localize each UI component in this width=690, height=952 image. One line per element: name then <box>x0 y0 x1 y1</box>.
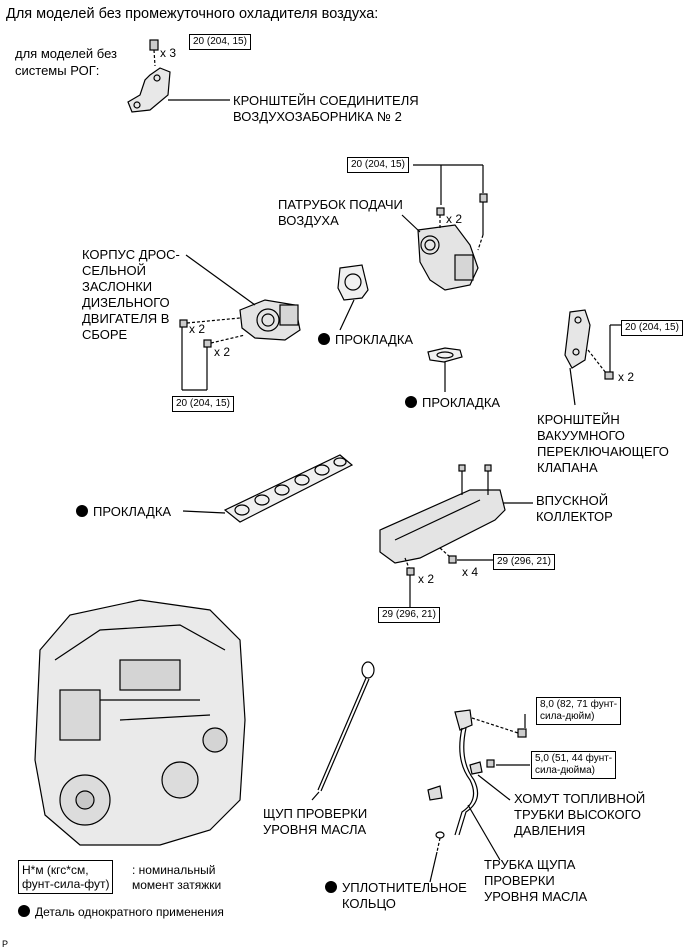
label-throttle-line2: СЕЛЬНОЙ <box>82 263 146 278</box>
air-connector-bracket-drawing <box>127 39 171 113</box>
torque-spec-manifold-nuts: 29 (296, 21) <box>378 607 440 623</box>
quantity-vsv-bolts: x 2 <box>618 370 635 384</box>
label-fuel-pipe-clamp-line2: ТРУБКИ ВЫСОКОГО <box>514 807 641 822</box>
gasket-b-drawing <box>427 347 463 363</box>
intake-manifold-drawing <box>379 464 506 576</box>
label-throttle-line4: ДИЗЕЛЬНОГО <box>82 295 170 310</box>
label-throttle-line6: СБОРЕ <box>82 327 128 342</box>
label-air-connector-bracket-line1: КРОНШТЕЙН СОЕДИНИТЕЛЯ <box>233 93 419 108</box>
label-intake-manifold-line2: КОЛЛЕКТОР <box>536 509 613 524</box>
label-o-ring-line1: УПЛОТНИТЕЛЬНОЕ <box>325 880 467 896</box>
one-time-use-icon <box>405 396 417 408</box>
quantity-bracket-bolts: x 3 <box>160 46 177 60</box>
label-intake-manifold-line1: ВПУСКНОЙ <box>536 493 609 508</box>
dipstick-drawing <box>317 661 375 792</box>
quantity-throttle-nuts: x 2 <box>189 322 206 336</box>
one-time-use-icon <box>318 333 330 345</box>
label-throttle-line1: КОРПУС ДРОС- <box>82 247 180 262</box>
figure-code: P <box>2 939 9 949</box>
torque-spec-manifold-bolts: 29 (296, 21) <box>493 554 555 570</box>
note-no-egr-line2: системы РОГ: <box>15 63 100 78</box>
label-air-connector-bracket-line2: ВОЗДУХОЗАБОРНИКА № 2 <box>233 109 402 124</box>
torque-spec-bracket: 20 (204, 15) <box>189 34 251 50</box>
quantity-manifold-bolts: x 4 <box>462 565 479 579</box>
label-fuel-pipe-clamp-line1: ХОМУТ ТОПЛИВНОЙ <box>514 791 646 806</box>
label-dipstick-guide-line2: ПРОВЕРКИ <box>484 873 555 888</box>
one-time-use-icon <box>76 505 88 517</box>
label-dipstick-guide-line1: ТРУБКА ЩУПА <box>484 857 576 872</box>
quantity-air-pipe-nuts: x 2 <box>446 212 463 226</box>
torque-spec-vsv-bracket: 20 (204, 15) <box>621 320 683 336</box>
label-dipstick-line2: УРОВНЯ МАСЛА <box>263 822 367 837</box>
legend-torque-unit: Н*м (кгс*см,фунт-сила-фут) <box>18 860 114 894</box>
throttle-body-drawing <box>179 299 301 348</box>
label-dipstick-guide-line3: УРОВНЯ МАСЛА <box>484 889 588 904</box>
one-time-use-icon <box>18 905 30 917</box>
label-vsv-bracket-line3: ПЕРЕКЛЮЧАЮЩЕГО <box>537 444 669 459</box>
label-vsv-bracket-line4: КЛАПАНА <box>537 460 598 475</box>
air-inlet-pipe-drawing <box>417 193 488 291</box>
label-vsv-bracket-line2: ВАКУУМНОГО <box>537 428 625 443</box>
one-time-use-icon <box>325 881 337 893</box>
torque-spec-guide-bolt: 8,0 (82, 71 фунт-сила-дюйм) <box>536 697 622 725</box>
torque-spec-air-pipe: 20 (204, 15) <box>347 157 409 173</box>
label-fuel-pipe-clamp-line3: ДАВЛЕНИЯ <box>514 823 586 838</box>
label-dipstick-line1: ЩУП ПРОВЕРКИ <box>263 806 368 821</box>
gasket-c-drawing <box>223 454 354 523</box>
quantity-manifold-nuts: x 2 <box>418 572 435 586</box>
label-o-ring-line2: КОЛЬЦО <box>342 896 396 911</box>
dipstick-guide-drawing <box>427 709 527 853</box>
label-throttle-line5: ДВИГАТЕЛЯ В <box>82 311 170 326</box>
page-title: Для моделей без промежуточного охладител… <box>6 6 379 22</box>
label-throttle-line3: ЗАСЛОНКИ <box>82 279 153 294</box>
gasket-a-drawing <box>337 264 369 301</box>
note-no-egr-line1: для моделей без <box>15 46 117 61</box>
quantity-throttle-bolts: x 2 <box>214 345 231 359</box>
label-air-pipe-line2: ВОЗДУХА <box>278 213 339 228</box>
engine-drawing <box>34 599 246 846</box>
legend-one-time-use: Деталь однократного применения <box>18 904 224 920</box>
label-gasket-c: ПРОКЛАДКА <box>76 504 171 520</box>
label-gasket-a: ПРОКЛАДКА <box>318 332 413 348</box>
label-vsv-bracket-line1: КРОНШТЕЙН <box>537 412 620 427</box>
torque-spec-throttle: 20 (204, 15) <box>172 396 234 412</box>
label-air-pipe-line1: ПАТРУБОК ПОДАЧИ <box>278 197 403 212</box>
torque-spec-clamp-bolt: 5,0 (51, 44 фунт-сила-дюйма) <box>531 751 617 779</box>
label-gasket-b: ПРОКЛАДКА <box>405 395 500 411</box>
vsv-bracket-drawing <box>564 309 614 380</box>
